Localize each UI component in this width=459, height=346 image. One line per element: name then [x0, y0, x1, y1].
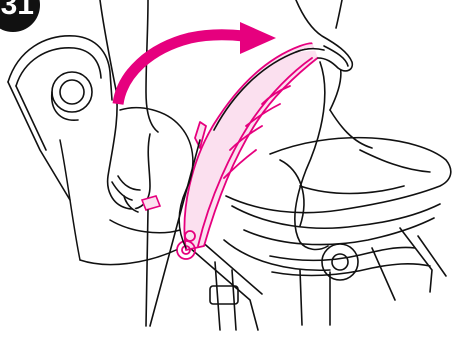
car-seat-shell: [214, 49, 451, 271]
hand-left: [100, 0, 158, 212]
stroller-frame: [8, 36, 446, 330]
